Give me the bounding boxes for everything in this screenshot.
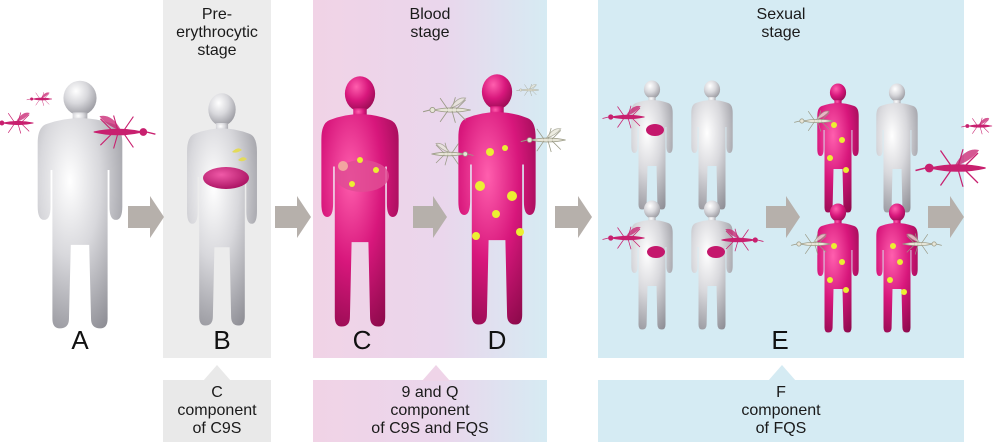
sporozoite-icon [232,148,247,162]
liver-icon [203,167,249,189]
stage-title-blood: Blood stage [409,6,451,41]
panel-letter-c: C [352,325,372,355]
progression-arrow [928,196,964,238]
mosquito-icon [960,117,993,135]
liver-icon [646,124,664,136]
mosquito-icon [26,91,53,107]
progression-arrow [275,196,311,238]
merozoite-icon [357,157,363,163]
component-note-c9s-fqs: 9 and Q component of C9S and FQS [371,384,489,437]
progression-arrow [766,196,800,238]
stage-title-pre-erythrocytic: Pre- erythrocytic stage [176,6,258,59]
progression-arrow [413,196,447,238]
panel-letter-b: B [213,325,231,355]
c9s-callout-box [163,365,271,442]
liver-icon [647,246,665,258]
mosquito-icon [0,112,34,134]
merozoite-icon [349,181,355,187]
progression-arrow [555,196,592,238]
c9s-fqs-callout-box [313,365,547,442]
fqs-callout-box [598,365,964,442]
gametocyte-cluster [472,145,524,240]
panel-letter-d: D [487,325,507,355]
merozoite-icon [373,167,379,173]
stage-title-sexual: Sexual stage [756,6,806,41]
panel-letter-a: A [71,325,89,355]
panel-letter-e: E [771,325,789,355]
component-note-fqs: F component of FQS [741,384,821,437]
liver-icon [707,246,725,258]
gametocyte-cluster [827,122,907,295]
progression-arrow [128,196,164,238]
merozoite-icon [338,161,348,171]
component-note-c9s: C component of C9S [177,384,257,437]
